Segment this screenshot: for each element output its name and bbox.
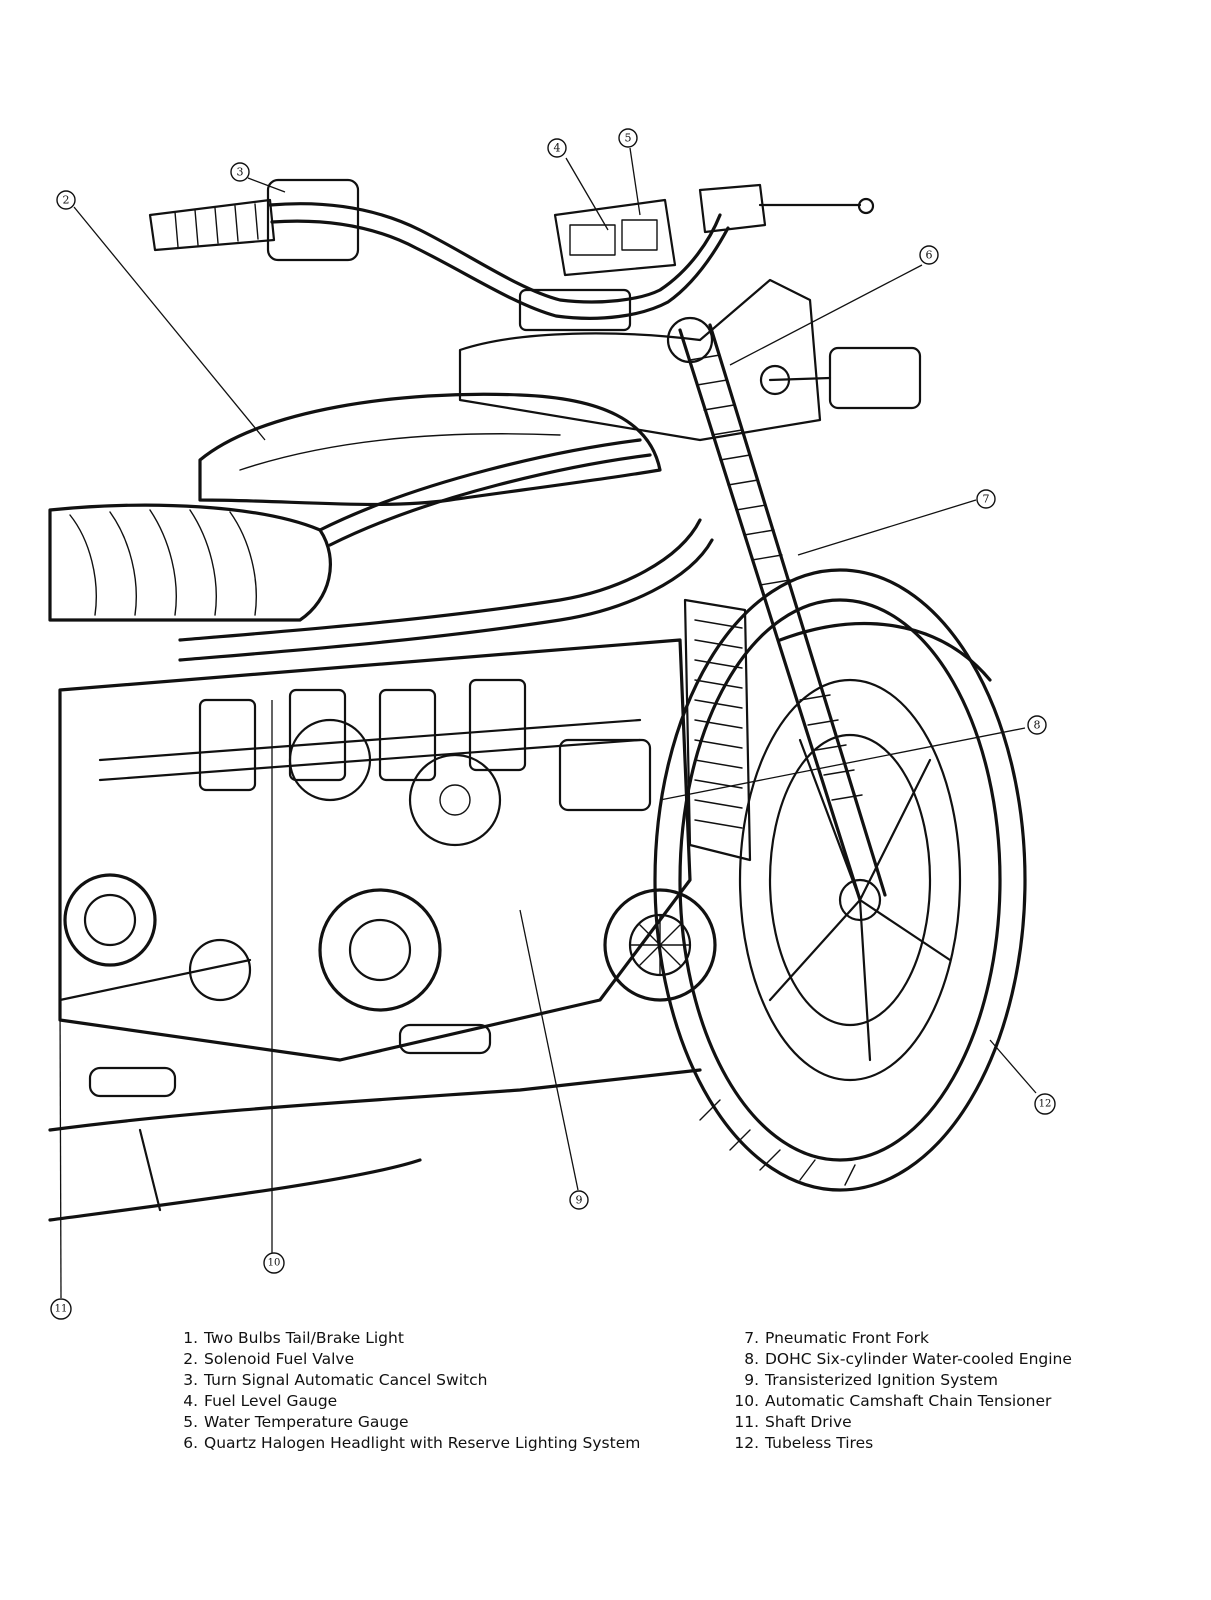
frame (178, 438, 714, 662)
callout-8: 8 (1027, 715, 1047, 735)
headlight (458, 278, 922, 442)
legend-item-6: 6.Quartz Halogen Headlight with Reserve … (183, 1434, 641, 1452)
engine (58, 638, 717, 1098)
svg-text:7: 7 (983, 493, 990, 506)
legend-item-10: 10.Automatic Camshaft Chain Tensioner (734, 1392, 1052, 1410)
legend-left-column: 1.Two Bulbs Tail/Brake Light 2.Solenoid … (172, 1328, 640, 1454)
svg-text:8: 8 (1034, 719, 1041, 732)
svg-text:11: 11 (55, 1304, 68, 1315)
callout-7: 7 (976, 489, 996, 509)
legend-item-12: 12.Tubeless Tires (734, 1434, 874, 1452)
svg-text:6: 6 (926, 249, 933, 262)
legend-item-7: 7.Pneumatic Front Fork (744, 1329, 930, 1347)
callout-5: 5 (618, 128, 638, 148)
callout-3: 3 (230, 162, 250, 182)
radiator (683, 598, 752, 862)
callout-9: 9 (569, 1190, 589, 1210)
instrument-panel (553, 198, 677, 277)
handlebar (148, 178, 875, 332)
seat (48, 503, 332, 622)
front-fork (666, 316, 887, 902)
leader-lines (59, 147, 1037, 1299)
legend-item-5: 5.Water Temperature Gauge (183, 1413, 409, 1431)
callout-11: 11 (50, 1298, 72, 1320)
svg-text:5: 5 (625, 132, 632, 145)
svg-text:9: 9 (576, 1194, 583, 1207)
front-wheel (653, 568, 1027, 1192)
legend-item-11: 11.Shaft Drive (734, 1413, 852, 1431)
fuel-tank (198, 392, 662, 507)
callout-6: 6 (919, 245, 939, 265)
legend-right-column: 7.Pneumatic Front Fork 8.DOHC Six-cylind… (733, 1328, 1072, 1454)
legend-item-8: 8.DOHC Six-cylinder Water-cooled Engine (744, 1350, 1072, 1368)
exhaust (48, 1068, 702, 1222)
legend-item-4: 4.Fuel Level Gauge (183, 1392, 338, 1410)
legend-item-9: 9.Transisterized Ignition System (744, 1371, 999, 1389)
svg-text:10: 10 (268, 1258, 281, 1269)
legend-item-1: 1.Two Bulbs Tail/Brake Light (183, 1329, 404, 1347)
svg-text:4: 4 (554, 142, 561, 155)
callout-4: 4 (547, 138, 567, 158)
callout-10: 10 (263, 1252, 285, 1274)
svg-text:3: 3 (237, 166, 244, 179)
callout-12: 12 (1034, 1093, 1056, 1115)
svg-text:2: 2 (63, 194, 70, 207)
legend-item-2: 2.Solenoid Fuel Valve (183, 1350, 355, 1368)
svg-text:12: 12 (1039, 1099, 1052, 1110)
legend-item-3: 3.Turn Signal Automatic Cancel Switch (183, 1371, 488, 1389)
callout-2: 2 (56, 190, 76, 210)
